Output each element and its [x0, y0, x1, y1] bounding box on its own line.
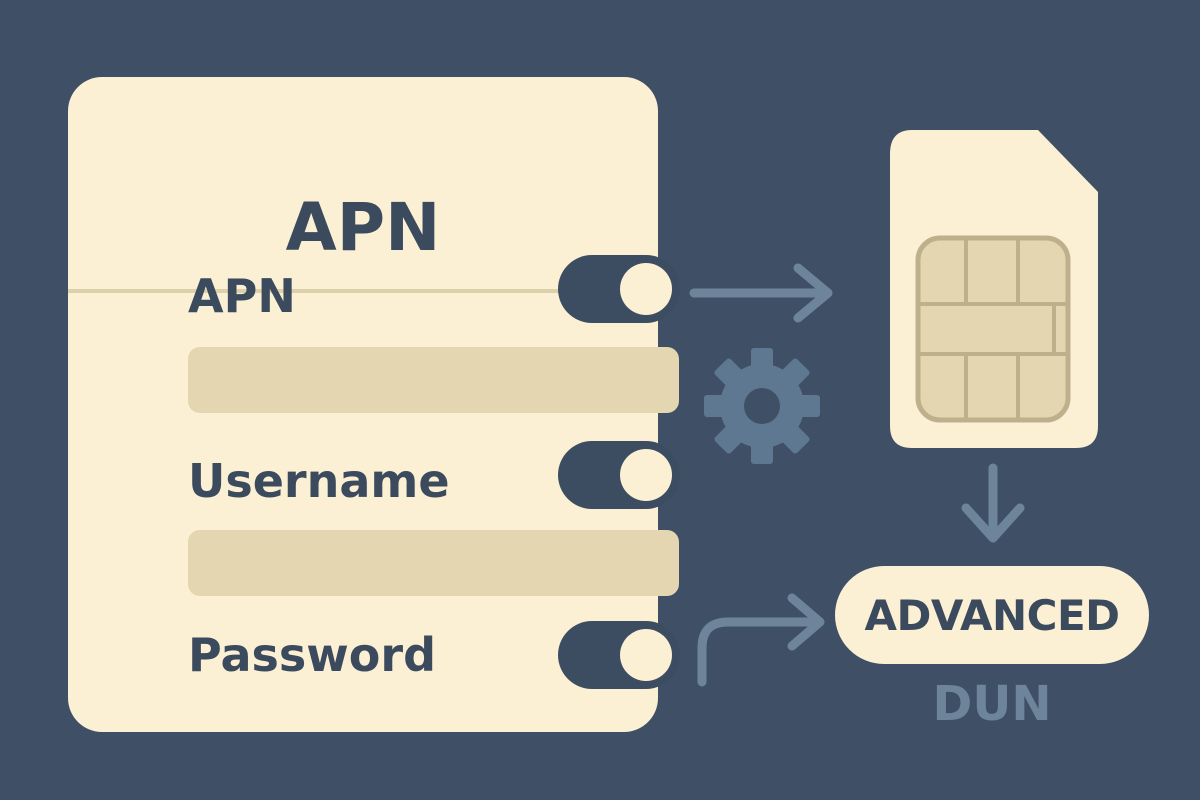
arrow-right-icon [688, 262, 838, 324]
apn-toggle[interactable] [558, 255, 680, 323]
arrow-down-icon [958, 462, 1028, 546]
bent-arrow-right-icon [690, 590, 840, 690]
username-toggle[interactable] [558, 441, 680, 509]
username-field[interactable] [188, 530, 679, 596]
password-toggle[interactable] [558, 621, 680, 689]
advanced-button[interactable]: ADVANCED [835, 566, 1149, 664]
password-label: Password [188, 628, 436, 682]
toggle-knob [620, 263, 672, 315]
username-label: Username [188, 454, 450, 508]
apn-label: APN [188, 269, 296, 323]
card-divider [68, 289, 658, 293]
dun-label: DUN [932, 676, 1052, 732]
apn-field[interactable] [188, 347, 679, 413]
gear-icon [702, 346, 822, 466]
card-title: APN [285, 189, 441, 266]
toggle-knob [620, 629, 672, 681]
toggle-knob [620, 449, 672, 501]
sim-card-icon [888, 130, 1100, 450]
apn-settings-card: APN APN Username Password [68, 77, 680, 732]
